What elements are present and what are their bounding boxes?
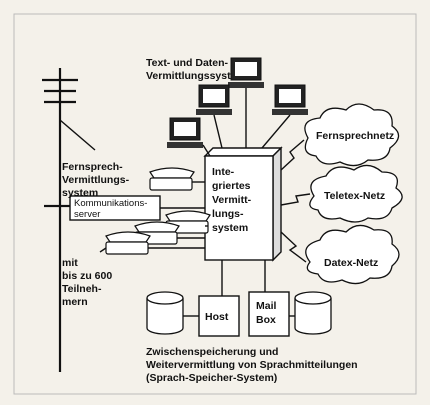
telephone-network-label: Fernsprechnetz <box>316 130 394 142</box>
phone-exchange-line-1: Fernsprech- <box>62 161 123 173</box>
subscribers-line-3: Teilneh- <box>62 283 102 295</box>
terminal-link <box>213 114 223 149</box>
text-data-system-line-1: Text- und Daten- <box>146 57 229 69</box>
subscribers-line-1: mit <box>62 257 78 269</box>
mailbox-line-1: Mail <box>256 300 277 312</box>
comm-server-line-2: server <box>74 209 100 220</box>
datex-network-cloud: Datex-Netz <box>305 224 400 285</box>
phone-exchange-line-2: Vermittlungs- <box>62 174 130 186</box>
antenna-mast-icon <box>42 68 96 372</box>
teletex-network-cloud: Teletex-Netz <box>309 164 403 223</box>
host-box: Host <box>198 295 240 337</box>
figure-frame <box>13 13 417 395</box>
communication-server-box: Kommunikations- server <box>69 195 161 221</box>
caption-line-3: (Sprach-Speicher-System) <box>146 372 277 384</box>
subscribers-line-4: mern <box>62 296 88 308</box>
datex-network-label: Datex-Netz <box>324 257 378 269</box>
telephone-icon <box>149 167 195 191</box>
integrated-line-3: Vermitt- <box>212 194 252 206</box>
text-data-system-line-2: Vermittlungssystem <box>146 70 246 82</box>
storage-drum-icon <box>146 291 184 335</box>
storage-drum-icon <box>294 291 332 335</box>
datex-net-link <box>280 231 307 263</box>
terminal-icon <box>228 57 264 88</box>
telephone-icon <box>105 231 151 255</box>
phone-net-link <box>280 139 305 171</box>
phone-exchange-line-3: system <box>62 187 98 199</box>
terminal-icon <box>167 117 203 148</box>
host-label: Host <box>205 311 229 323</box>
integrated-line-4: lungs- <box>212 208 244 220</box>
integrated-switching-system-box: Inte- griertes Vermitt- lungs- system <box>203 146 283 262</box>
caption-line-2: Weitervermittlung von Sprachmitteilungen <box>146 359 358 371</box>
terminal-link <box>261 114 291 149</box>
comm-server-line-1: Kommunikations- <box>74 198 147 209</box>
mailbox-line-2: Box <box>256 314 276 326</box>
integrated-line-2: griertes <box>212 180 251 192</box>
subscribers-line-2: bis zu 600 <box>62 270 112 282</box>
teletex-net-link <box>280 193 311 206</box>
terminal-link <box>202 144 211 157</box>
telephone-network-cloud: Fernsprechnetz <box>304 103 400 167</box>
teletex-network-label: Teletex-Netz <box>324 190 385 202</box>
phone-link <box>99 247 107 253</box>
terminal-icon <box>196 84 232 115</box>
mailbox-box: Mail Box <box>248 291 290 337</box>
terminal-icon <box>272 84 308 115</box>
integrated-line-1: Inte- <box>212 166 235 178</box>
integrated-line-5: system <box>212 222 248 234</box>
caption-line-1: Zwischenspeicherung und <box>146 346 278 358</box>
